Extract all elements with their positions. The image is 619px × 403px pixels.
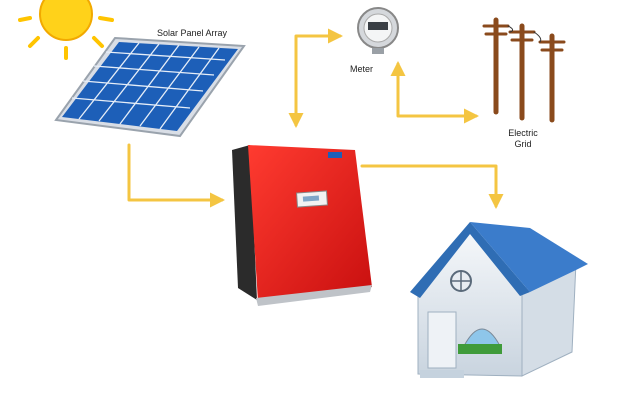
flow-arrows	[127, 28, 504, 209]
solar-panel-array-label: Solar Panel Array	[157, 28, 228, 38]
electric-grid-label-line2: Grid	[514, 139, 532, 149]
meter-label: Meter	[350, 64, 374, 74]
utility-pole-icon	[482, 17, 566, 123]
solar-panel-icon	[54, 36, 246, 138]
sun-icon	[18, 0, 114, 60]
electric-grid-label: Electric Grid	[503, 128, 543, 150]
arrow-inverter-to-meter	[288, 28, 343, 128]
electric-grid-label-line1: Electric	[508, 128, 538, 138]
arrow-meter-to-grid	[390, 61, 479, 124]
inverter-icon	[232, 145, 372, 306]
house-icon	[410, 222, 588, 378]
meter-icon	[357, 7, 399, 54]
arrow-inverter-to-house	[360, 164, 504, 209]
arrow-panel-to-inverter	[127, 143, 225, 208]
